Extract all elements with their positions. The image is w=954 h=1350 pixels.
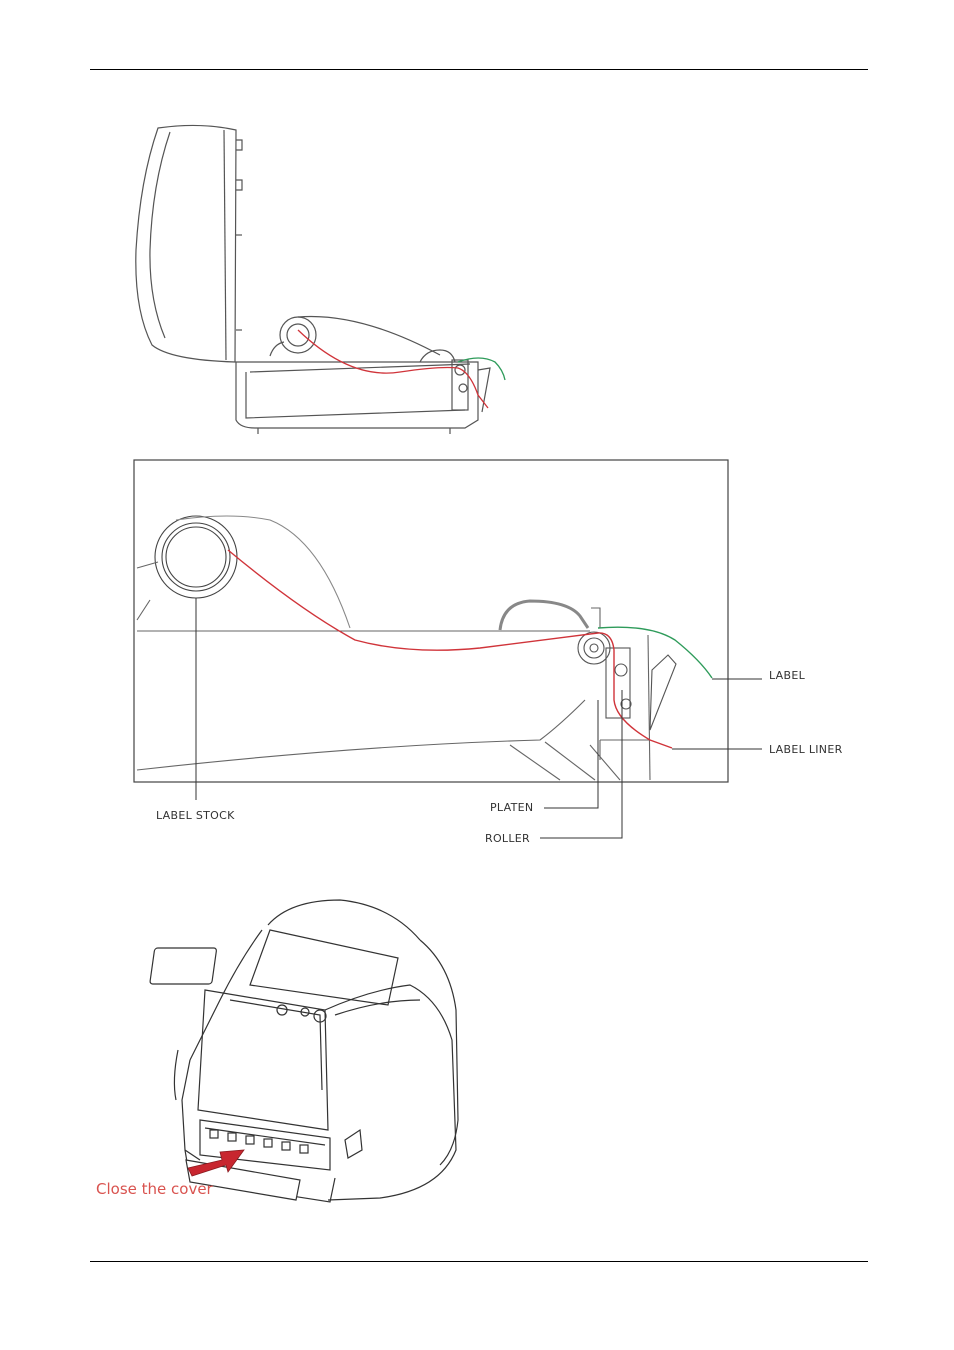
printer-side-view-open: [136, 125, 490, 434]
callout-leaders: [196, 598, 762, 838]
label-liner-callout: LABEL LINER: [769, 743, 843, 756]
label-stock-callout: LABEL STOCK: [156, 809, 235, 822]
platen-callout: PLATEN: [490, 801, 533, 814]
roller-callout: ROLLER: [485, 832, 530, 845]
label-callout: LABEL: [769, 669, 806, 682]
printer-detail-view: [137, 516, 676, 780]
printer-closed-view: [150, 900, 458, 1202]
paper-path-detail: [228, 550, 712, 748]
close-cover-caption: Close the cover: [96, 1180, 214, 1198]
